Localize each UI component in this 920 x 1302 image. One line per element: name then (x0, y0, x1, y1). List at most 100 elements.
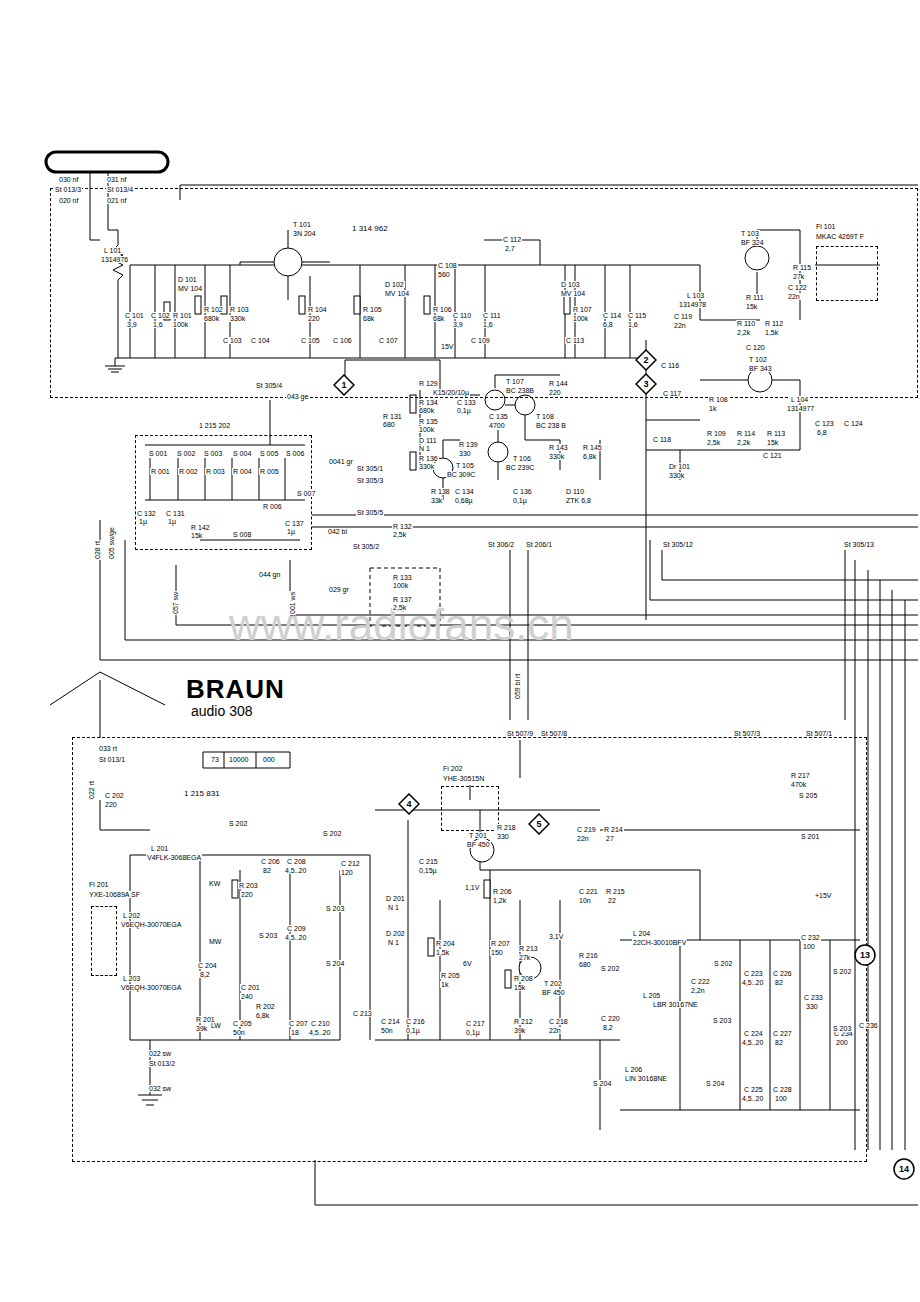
component-label: 15k (745, 303, 758, 310)
component-label: 22n (576, 835, 590, 842)
component-label: C 134 (454, 488, 475, 495)
component-label: 330k (418, 463, 435, 470)
component-label: 2,2n (690, 987, 706, 994)
component-label: 39k (513, 1027, 526, 1034)
component-label: C 137 (284, 520, 305, 527)
component-label: 680k (418, 407, 435, 414)
component-label: BC 238B (505, 387, 535, 394)
component-label: C 232 (800, 934, 821, 941)
model-name: audio 308 (190, 704, 254, 718)
component-label: C 101 (124, 312, 145, 319)
component-label: R 109 (706, 430, 727, 437)
callout-number: 4 (406, 800, 411, 809)
component-label: 042 bl (327, 528, 348, 535)
component-label: R 133 (392, 574, 413, 581)
component-label: C 117 (662, 390, 682, 397)
component-label: C 210 (310, 1020, 331, 1027)
component-label: 2,2k (736, 329, 751, 336)
component-label: 1k (708, 405, 717, 412)
component-label: 1,6 (627, 321, 639, 328)
component-label: St 507/1 (805, 730, 833, 737)
component-label: 0,68µ (454, 497, 474, 504)
component-label: T 201 (468, 832, 488, 839)
component-label: C 212 (340, 860, 361, 867)
component-label: S 003 (203, 450, 223, 457)
component-label: 2,5k (392, 531, 407, 538)
component-label: 1µ (138, 518, 148, 525)
component-label: R 102 (203, 306, 224, 313)
component-label: BF 450 (541, 989, 566, 996)
component-label: D 202 (385, 930, 406, 937)
component-label: 15k (766, 439, 779, 446)
component-label: 10000 (228, 756, 249, 763)
component-label: 4,5..20 (284, 934, 307, 941)
component-label: 6V (462, 960, 473, 967)
component-label: 330k (548, 453, 565, 460)
component-label: V6EQH-30070EGA (120, 921, 182, 928)
component-label: C 223 (743, 970, 764, 977)
node-text: 1 215 202 (198, 422, 231, 429)
component-label: St 013/3 (54, 186, 82, 193)
component-label: S 006 (285, 450, 305, 457)
component-label: 220 (307, 315, 321, 322)
component-label: R 212 (513, 1018, 534, 1025)
component-label: C 133 (456, 399, 477, 406)
component-label: C 201 (240, 984, 261, 991)
component-label: 6,8k (582, 453, 597, 460)
component-label: 680k (203, 315, 220, 322)
component-label: BF 343 (748, 365, 773, 372)
component-label: 000 (262, 756, 276, 763)
callout-number: 14 (899, 1165, 909, 1174)
component-label: S 004 (232, 450, 252, 457)
component-label: 100k (572, 315, 589, 322)
component-label: 330 (805, 1003, 819, 1010)
component-label: T 102 (748, 356, 768, 363)
component-label: 1,5k (435, 949, 450, 956)
component-label: C 108 (437, 262, 458, 269)
component-label: C 233 (803, 994, 824, 1001)
component-label: C 220 (600, 1015, 621, 1022)
component-label: T 202 (543, 980, 563, 987)
filter-box: Fi 101MKAC 4269T F (816, 246, 878, 301)
component-label: 68k (362, 315, 375, 322)
wire-label: 005 sw/ge (108, 526, 115, 560)
component-label: C 122 (787, 284, 808, 291)
node-text: Fi 201 (88, 881, 109, 888)
component-label: R 204 (435, 940, 456, 947)
callout-number: 1 (341, 381, 346, 390)
component-label: R 115 (792, 264, 812, 271)
node-text: MKAC 4269T F (815, 233, 865, 240)
component-label: R 001 (150, 468, 171, 475)
component-label: MW (208, 938, 222, 945)
component-label: St 306/2 (487, 541, 515, 548)
component-label: R 144 (548, 380, 569, 387)
callout-diamond: 3 (635, 373, 657, 395)
component-label: C 112 (502, 236, 522, 243)
callout-number: 5 (536, 820, 541, 829)
component-label: 1µ (167, 518, 177, 525)
component-label: L 202 (122, 912, 141, 919)
filter-box: Fi 202YHE-30515N (441, 786, 499, 831)
wire-label: 001 ws (289, 591, 296, 615)
component-label: 560 (437, 271, 451, 278)
component-label: 680 (578, 961, 592, 968)
component-label: 4,5..20 (741, 1039, 764, 1046)
component-label: L 206 (624, 1066, 643, 1073)
component-label: 1,1V (464, 884, 480, 891)
component-label: 030 nf (58, 176, 79, 183)
node-text: YXE-10689A SF (88, 891, 141, 898)
component-label: C 226 (772, 970, 793, 977)
component-label: St 305/3 (356, 477, 384, 484)
component-label: K15/20/10µ (432, 389, 470, 396)
component-label: R 114 (736, 430, 756, 437)
component-label: 27k (792, 273, 805, 280)
component-label: 680 (382, 421, 396, 428)
component-label: C 121 (762, 452, 783, 459)
component-label: N 1 (387, 904, 400, 911)
component-label: 73 (210, 756, 220, 763)
component-label: S 204 (705, 1080, 725, 1087)
component-label: D 101 (177, 276, 198, 283)
component-label: 10n (578, 897, 592, 904)
component-label: 2,7 (504, 245, 516, 252)
